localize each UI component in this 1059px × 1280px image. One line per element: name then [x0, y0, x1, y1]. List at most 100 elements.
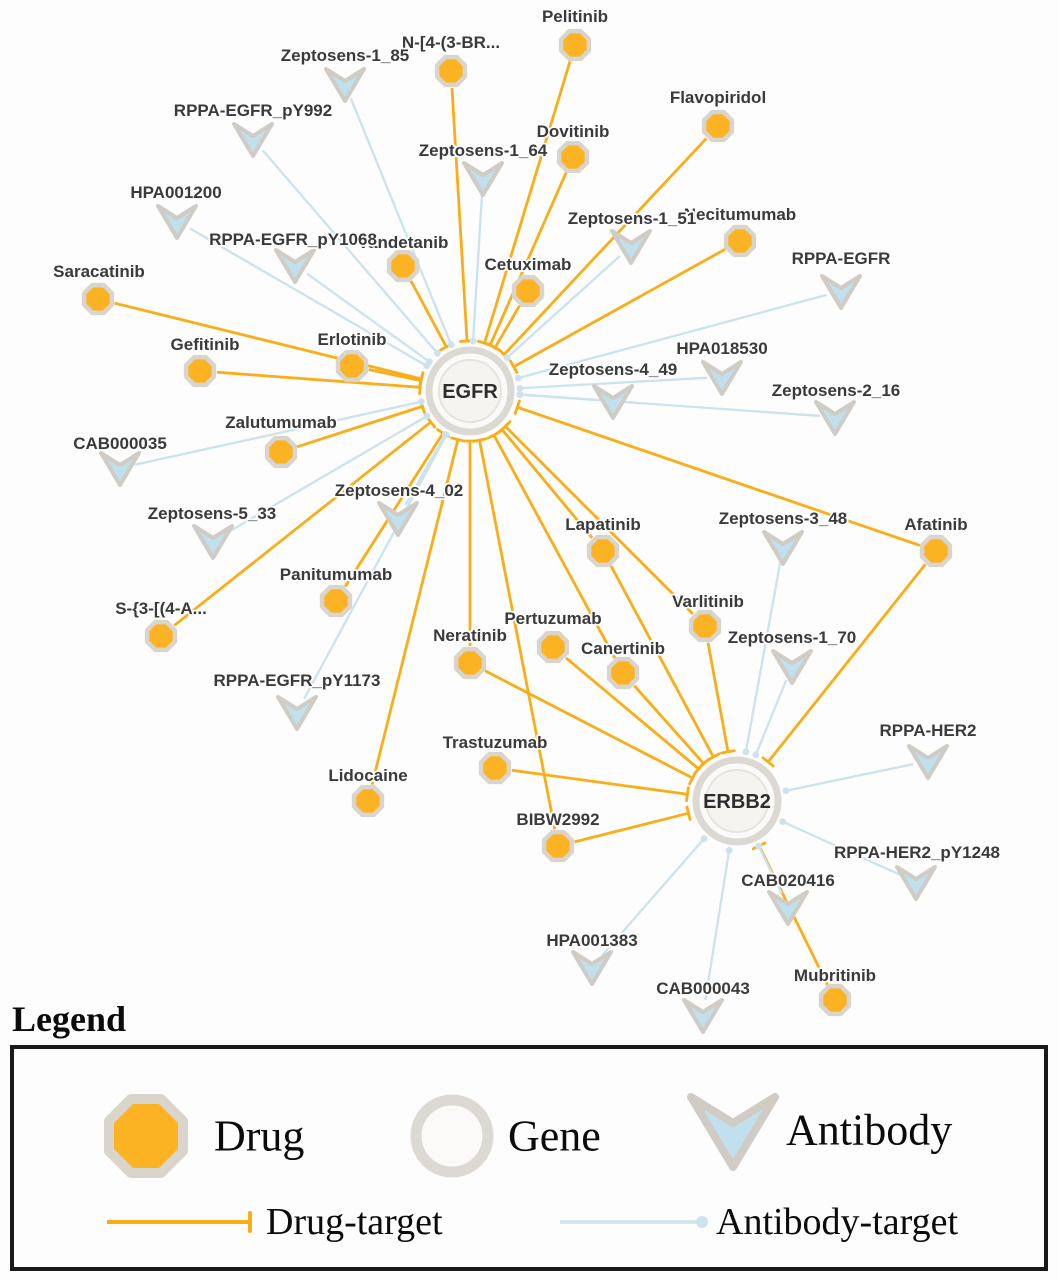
antibody-node-rppa-her2-py1248	[895, 865, 937, 901]
drug-node-lapatinib	[586, 534, 620, 568]
drug-node-canertinib	[606, 656, 640, 690]
drug-label-cetuximab: Cetuximab	[485, 255, 572, 274]
antibody-label-hpa001200: HPA001200	[130, 183, 221, 202]
antibody-label-hpa001383: HPA001383	[546, 931, 637, 950]
antibody-target-edge-zeptosens-1-64-egfr	[469, 192, 484, 345]
antibody-target-legend-label: Antibody-target	[716, 1201, 958, 1243]
antibody-target-edge-zeptosens-1-70-erbb2	[752, 679, 788, 759]
antibody-label-zeptosens-1-70: Zeptosens-1_70	[728, 628, 857, 647]
drug-label-gefitinib: Gefitinib	[171, 335, 240, 354]
antibody-target-edge-cab020416-erbb2	[755, 842, 783, 894]
antibody-label-zeptosens-1-85: Zeptosens-1_85	[281, 46, 410, 65]
antibody-node-hpa018530	[701, 360, 743, 396]
drug-label-pelitinib: Pelitinib	[542, 7, 608, 26]
antibody-node-cab000035	[99, 451, 141, 487]
drug-target-edge-lidocaine-egfr	[370, 436, 466, 785]
antibody-label-zeptosens-4-49: Zeptosens-4_49	[549, 360, 678, 379]
antibody-target-edge-cab000035-egfr	[134, 398, 425, 466]
drug-node-n-4-3-br	[434, 54, 468, 88]
antibody-node-zeptosens-4-49	[592, 384, 634, 420]
node-layer	[81, 28, 953, 1034]
antibody-node-zeptosens-2-16	[814, 400, 856, 436]
drug-target-edge-trastuzumab-erbb2	[511, 768, 690, 803]
antibody-node-zeptosens-1-70	[771, 649, 813, 685]
drug-node-afatinib	[919, 534, 953, 568]
drug-node-erlotinib	[335, 349, 369, 383]
antibody-label-rppa-egfr-py1173: RPPA-EGFR_pY1173	[214, 671, 381, 690]
antibody-target-edge-rppa-egfr-py1068-egfr	[306, 272, 433, 366]
gene-node-egfr	[425, 346, 515, 436]
antibody-label-rppa-egfr-py1068: RPPA-EGFR_pY1068	[209, 230, 377, 249]
drug-node-vandetanib	[386, 249, 420, 283]
antibody-target-edge-zeptosens-3-48-erbb2	[742, 561, 782, 756]
drug-label-vandetanib: Vandetanib	[358, 233, 449, 252]
drug-label-flavopiridol: Flavopiridol	[670, 88, 766, 107]
antibody-node-rppa-egfr-py1068	[274, 248, 316, 284]
drug-node-lidocaine	[351, 784, 385, 818]
gene-circle-icon	[410, 1094, 494, 1178]
antibody-target-legend-dot	[696, 1216, 708, 1228]
antibody-target-edge-hpa001383-erbb2	[601, 835, 708, 957]
antibody-label-zeptosens-5-33: Zeptosens-5_33	[148, 504, 277, 523]
antibody-label-rppa-her2-py1248: RPPA-HER2_pY1248	[834, 843, 1000, 862]
drug-target-edge-neratinib-erbb2	[484, 669, 697, 786]
drug-label-canertinib: Canertinib	[581, 639, 665, 658]
antibody-label-zeptosens-1-64: Zeptosens-1_64	[419, 141, 548, 160]
drug-label-mubritinib: Mubritinib	[794, 966, 876, 985]
drug-target-edge-varlitinib-egfr	[499, 420, 694, 615]
drug-label-afatinib: Afatinib	[904, 515, 967, 534]
antibody-target-edge-zeptosens-1-51-egfr	[503, 255, 621, 361]
drug-label-varlitinib: Varlitinib	[672, 592, 744, 611]
antibody-node-rppa-egfr	[820, 274, 862, 310]
antibody-label-cab000035: CAB000035	[73, 434, 167, 453]
antibody-target-edge-rppa-egfr-py992-egfr	[261, 149, 441, 357]
drug-label-lapatinib: Lapatinib	[565, 515, 641, 534]
label-layer: PelitinibN-[4-(3-BR...FlavopiridolDoviti…	[51, 5, 1001, 1000]
antibody-node-zeptosens-4-02	[377, 501, 419, 537]
drug-target-edge-vandetanib-egfr	[409, 280, 454, 352]
drug-node-neratinib	[453, 646, 487, 680]
drug-target-edge-canertinib-egfr	[486, 430, 617, 659]
antibody-target-edge-rppa-egfr-py1173-egfr	[303, 431, 450, 700]
gene-legend-label: Gene	[508, 1112, 601, 1161]
drug-label-zalutumumab: Zalutumumab	[225, 413, 336, 432]
antibody-target-edge-rppa-her2-py1248-erbb2	[779, 818, 903, 877]
antibody-label-rppa-egfr: RPPA-EGFR	[792, 249, 891, 268]
antibody-target-edge-rppa-her2-erbb2	[782, 762, 914, 795]
antibody-label-cab000043: CAB000043	[656, 979, 750, 998]
drug-node-varlitinib	[688, 609, 722, 643]
antibody-label-hpa018530: HPA018530	[676, 339, 767, 358]
antibody-target-edge-zeptosens-1-85-egfr	[349, 97, 455, 349]
drug-node-trastuzumab	[478, 751, 512, 785]
antibody-target-edge-zeptosens-2-16-egfr	[516, 391, 821, 418]
drug-node-zalutumumab	[264, 435, 298, 469]
antibody-label-rppa-her2: RPPA-HER2	[880, 721, 977, 740]
antibody-target-edge-cab000043-erbb2	[704, 846, 733, 1001]
antibody-node-hpa001200	[156, 204, 198, 240]
drug-node-pertuzumab	[536, 630, 570, 664]
drug-label-lidocaine: Lidocaine	[328, 766, 407, 785]
edge-layer	[114, 60, 927, 1001]
antibody-node-zeptosens-1-51	[610, 229, 652, 265]
drug-label-s-3-4-a: S-{3-[(4-A...	[115, 599, 207, 618]
drug-target-edge-n-4-3-br-egfr	[450, 87, 475, 343]
drug-octagon-icon	[104, 1094, 188, 1178]
antibody-label-cab020416: CAB020416	[741, 871, 835, 890]
drug-target-edge-afatinib-egfr	[513, 399, 921, 547]
antibody-label-zeptosens-3-48: Zeptosens-3_48	[719, 509, 848, 528]
gene-label-egfr: EGFR	[442, 381, 498, 403]
drug-target-edge-flavopiridol-egfr	[498, 137, 708, 361]
antibody-label-zeptosens-2-16: Zeptosens-2_16	[772, 381, 901, 400]
antibody-target-edge-zeptosens-5-33-egfr	[225, 412, 431, 535]
drug-target-edge-cetuximab-egfr	[488, 305, 521, 353]
antibody-node-zeptosens-3-48	[762, 530, 804, 566]
antibody-target-edge-hpa018530-egfr	[516, 376, 708, 392]
antibody-node-hpa001383	[571, 950, 613, 986]
legend-title: Legend	[12, 999, 126, 1039]
drug-node-s-3-4-a	[144, 619, 178, 653]
legend: Legend Drug Gene Antibody Drug-target An…	[10, 999, 1048, 1271]
drug-node-gefitinib	[183, 354, 217, 388]
antibody-node-rppa-egfr-py1173	[276, 695, 318, 731]
drug-legend-label: Drug	[214, 1112, 304, 1161]
